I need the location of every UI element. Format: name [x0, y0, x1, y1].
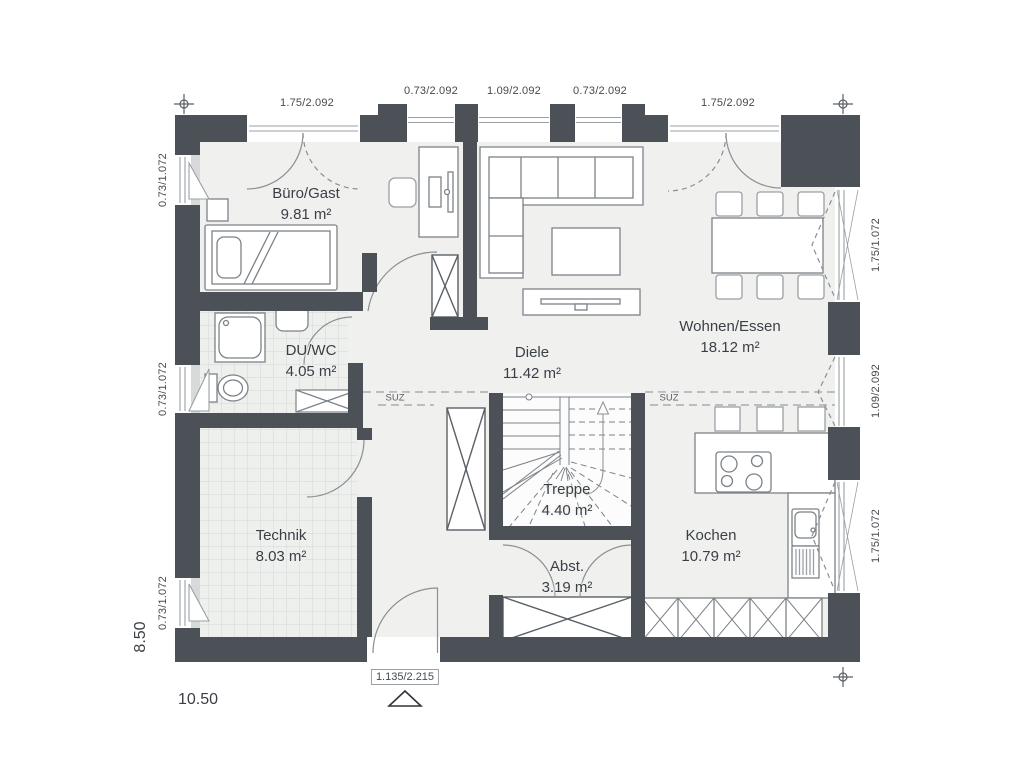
buero-window-leaf-dashed — [302, 132, 361, 190]
technik-door-arc — [306, 439, 365, 498]
technik-tiles — [200, 428, 357, 637]
stair-floor — [503, 393, 631, 526]
window-casement-mark-1 — [811, 191, 836, 299]
storage-door-right-arc — [579, 544, 633, 598]
marker-bottom-right — [833, 667, 853, 687]
staircase — [502, 393, 632, 527]
doors — [246, 132, 836, 654]
wardrobes — [431, 254, 633, 642]
windows — [179, 116, 859, 628]
room-label-kochen: Kochen 10.79 m² — [681, 527, 741, 565]
buero-door-arc — [367, 251, 438, 312]
dim-label-right-1: 1.09/2.092 — [870, 364, 882, 418]
bay-windows — [408, 116, 621, 124]
terrace-door-mark — [817, 356, 836, 427]
bed — [204, 224, 338, 291]
cooktop — [715, 451, 772, 493]
kitchen — [641, 406, 836, 642]
desk-and-chair — [388, 146, 459, 238]
dim-label-top-3: 0.73/2.092 — [573, 85, 627, 97]
hall-wardrobe — [446, 407, 486, 531]
right-windows — [836, 189, 859, 592]
room-label-technik: Technik 8.03 m² — [255, 527, 307, 565]
coffee-table — [551, 227, 621, 276]
room-label-diele: Diele 11.42 m² — [502, 344, 562, 382]
duwc-door-arc — [303, 316, 353, 366]
toilet — [204, 373, 249, 403]
dim-label-top-2: 1.09/2.092 — [487, 85, 541, 97]
dim-label-right-2: 1.75/1.072 — [870, 509, 882, 563]
dim-label-top-4: 1.75/2.092 — [701, 97, 755, 109]
left-windows — [179, 155, 210, 628]
room-label-abstellraum: Abst. 3.19 m² — [541, 558, 593, 596]
suz-lines — [363, 391, 835, 406]
suz-label-right: SUZ — [657, 392, 681, 404]
marker-top-right — [833, 94, 853, 114]
base-cabinets — [641, 597, 823, 642]
entrance-door-arc — [372, 587, 439, 654]
side-table — [206, 198, 229, 222]
storage-wardrobe — [502, 596, 633, 642]
room-label-buero-gast: Büro/Gast 9.81 m² — [272, 185, 340, 223]
corner-markers — [174, 94, 853, 687]
dim-label-left-2: 0.73/1.072 — [157, 576, 169, 630]
overall-width-label: 10.50 — [177, 691, 219, 708]
tv-sideboard — [522, 288, 641, 316]
dim-label-top-0: 1.75/2.092 — [280, 97, 334, 109]
marker-top-left — [174, 94, 194, 114]
wohnen-window-leaf-solid — [725, 132, 782, 189]
suz-label-left: SUZ — [383, 392, 407, 404]
overall-height-label: 8.50 — [132, 621, 149, 653]
dim-label-left-0: 0.73/1.072 — [157, 153, 169, 207]
dining-set — [711, 191, 825, 300]
entrance-arrow-icon — [386, 689, 424, 707]
dim-label-left-1: 0.73/1.072 — [157, 362, 169, 416]
shaft-cabinet — [431, 254, 459, 318]
room-label-duwc: DU/WC 4.05 m² — [285, 342, 337, 380]
room-label-treppe: Treppe 4.40 m² — [541, 481, 593, 519]
storage-door-left-arc — [502, 544, 556, 598]
wohnen-window-leaf-dashed — [667, 132, 727, 192]
wohnen-top-window — [670, 125, 779, 132]
buero-window-leaf-solid — [246, 132, 304, 190]
shower — [214, 312, 266, 363]
walls — [175, 104, 860, 662]
entrance-dim-label: 1.135/2.215 — [370, 669, 440, 685]
buero-top-window — [249, 125, 358, 132]
dim-label-top-1: 0.73/2.092 — [404, 85, 458, 97]
window-casement-mark-2 — [811, 481, 836, 592]
room-label-wohnen-essen: Wohnen/Essen 18.12 m² — [679, 318, 781, 356]
dim-label-right-0: 1.75/1.072 — [870, 218, 882, 272]
stair-up-arrow — [585, 400, 610, 496]
sofa — [479, 146, 644, 279]
